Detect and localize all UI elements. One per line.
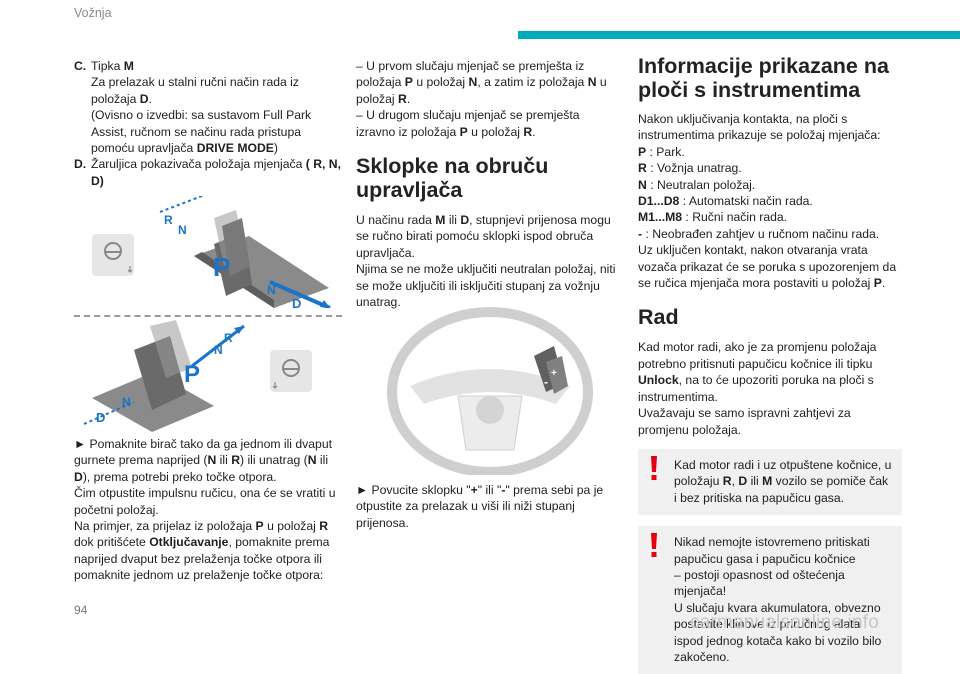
arrow-head-icon	[320, 300, 330, 308]
paddle-plus-label: +	[551, 368, 557, 379]
warning-text: Nikad nemojte istovremeno pritiskati pap…	[648, 534, 892, 665]
wheel-spokes	[410, 369, 570, 404]
text-line: ► Povucite sklopku "+" ili "-" prema seb…	[356, 483, 604, 530]
page-number: 94	[74, 603, 88, 617]
text-line: (Ovisno o izvedbi: sa sustavom Full Park…	[91, 108, 312, 156]
position-letter-n: N	[178, 223, 187, 237]
position-letter-n: N	[214, 343, 223, 357]
arrow-forward	[191, 324, 245, 368]
text-line: Kad motor radi i uz otpuštene kočnice, u…	[674, 457, 892, 505]
watermark: carmanualsonline.info	[690, 612, 880, 633]
gear-selector-figure-back: P R N N D	[92, 196, 331, 308]
steering-wheel-icon	[92, 234, 134, 276]
wheel-rim	[387, 307, 593, 475]
text-line: U načinu rada M ili D, stupnjevi prijeno…	[356, 213, 611, 260]
text-line: – U prvom slučaju mjenjač se premješta i…	[356, 59, 607, 106]
text-line: Tipka M	[91, 59, 134, 73]
paragraph: ► Povucite sklopku "+" ili "-" prema seb…	[356, 482, 618, 531]
heading-steering-paddles: Sklopke na obruču upravljača	[356, 154, 549, 203]
brand-logo-icon	[476, 396, 504, 424]
legend-item-c: C. Tipka M Za prelazak u stalni ručni nač…	[74, 58, 342, 156]
position-letter-n2: N	[267, 283, 276, 297]
gear-paddles	[534, 346, 568, 394]
legend-key: C.	[74, 59, 87, 73]
paddles-paragraph: U načinu rada M ili D, stupnjevi prijeno…	[356, 212, 618, 310]
text-line: – postoji opasnost od oštećenja mjenjača…	[674, 567, 845, 599]
figure-divider	[74, 315, 342, 317]
text-line: Uvažavaju se samo ispravni zahtjevi za p…	[638, 406, 851, 437]
steering-wheel-icon	[270, 350, 312, 392]
position-letter-d: D	[292, 296, 301, 308]
warning-box-2: Nikad nemojte istovremeno pritiskati pap…	[638, 526, 902, 674]
text-line: Uz uključen kontakt, nakon otvaranja vra…	[638, 243, 897, 291]
position-letter-r: R	[164, 213, 173, 227]
column-1: C. Tipka M Za prelazak u stalni ručni nač…	[74, 58, 342, 189]
warning-text: Kad motor radi i uz otpuštene kočnice, u…	[648, 457, 892, 506]
operation-text: Kad motor radi, ako je za promjenu polož…	[638, 339, 902, 437]
legend-key: D.	[74, 157, 87, 172]
selector-lever	[214, 210, 252, 296]
text-line: R : Vožnja unatrag.	[638, 161, 742, 176]
arrow-head-icon	[234, 326, 244, 334]
paragraph: ► Pomaknite birač tako da ga jednom ili …	[74, 436, 342, 584]
legend-text: Žaruljica pokazivača položaja mjenjača (…	[91, 156, 342, 189]
paddle-instructions: ► Povucite sklopku "+" ili "-" prema seb…	[356, 482, 618, 531]
selector-instructions: ► Pomaknite birač tako da ga jednom ili …	[74, 436, 342, 584]
paddle-minus-label: -	[544, 375, 548, 389]
text-line: D1...D8 : Automatski način rada.	[638, 194, 813, 209]
warning-exclamation-icon	[651, 455, 657, 480]
text-line: N : Neutralan položaj.	[638, 177, 756, 192]
legend-text: Tipka M Za prelazak u stalni ručni način …	[91, 58, 342, 156]
column-3: Informacije prikazane na ploči s instrum…	[638, 54, 902, 674]
selector-lever	[134, 320, 192, 410]
park-letter: P	[213, 252, 230, 282]
steering-wheel-figure: + -	[387, 307, 593, 475]
column-2: – U prvom slučaju mjenjač se premješta i…	[356, 58, 618, 310]
intro-paragraph: – U prvom slučaju mjenjač se premješta i…	[356, 58, 618, 140]
arrow-forward-dashed	[159, 196, 203, 213]
text-line: Njima se ne može uključiti neutralan pol…	[356, 262, 616, 310]
text-line: Za prelazak u stalni ručni način rada iz…	[91, 75, 299, 106]
position-letter-n2: N	[122, 395, 131, 409]
text-line: ► Pomaknite birač tako da ga jednom ili …	[74, 437, 332, 484]
text-line: – U drugom slučaju mjenjač se premješta …	[356, 108, 580, 139]
text-line: Na primjer, za prijelaz iz položaja P u …	[74, 519, 330, 583]
heading-instrument-info: Informacije prikazane na ploči s instrum…	[638, 54, 889, 102]
text-line: Kad motor radi, ako je za promjenu polož…	[638, 340, 877, 404]
text-line: Žaruljica pokazivača položaja mjenjača (…	[91, 157, 341, 188]
text-line: M1...M8 : Ručni način rada.	[638, 210, 788, 225]
position-letter-d: D	[96, 410, 105, 425]
park-letter: P	[184, 361, 200, 388]
warning-box-1: Kad motor radi i uz otpuštene kočnice, u…	[638, 448, 902, 516]
gear-selector-figure-forward: P R N N D	[83, 320, 312, 432]
text-line: Nakon uključivanja kontakta, na ploči s …	[638, 112, 881, 143]
text-line: Čim otpustite impulsnu ručicu, ona će se…	[74, 486, 336, 517]
text-line: Nikad nemojte istovremeno pritiskati pap…	[674, 535, 870, 566]
arrow-back	[269, 280, 331, 308]
text-line: P : Park.	[638, 144, 685, 159]
warning-exclamation-icon	[651, 533, 657, 558]
heading-operation: Rad	[638, 305, 679, 330]
text-line: - : Neobrađen zahtjev u ručnom načinu ra…	[638, 226, 880, 241]
instrument-info-text: Nakon uključivanja kontakta, na ploči s …	[638, 111, 902, 291]
header-accent-bar	[518, 31, 960, 39]
legend-item-d: D. Žaruljica pokazivača položaja mjenjač…	[74, 156, 342, 189]
section-title: Vožnja	[74, 6, 112, 20]
